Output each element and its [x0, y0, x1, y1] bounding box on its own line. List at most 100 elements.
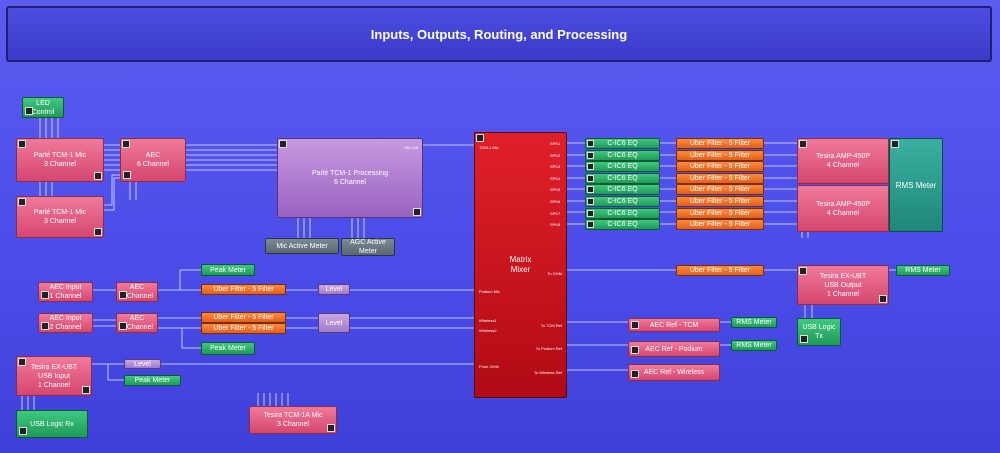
- level-3-block[interactable]: Level: [124, 359, 161, 369]
- uber-filter-row-7[interactable]: Uber Filter - 5 Filter: [676, 208, 764, 219]
- uber-filter-ghm-label: Uber Filter - 5 Filter: [689, 267, 751, 274]
- block-tag-icon: [119, 322, 127, 330]
- peak-meter-3-label: Peak Meter: [134, 377, 171, 384]
- uber-filter-2-block[interactable]: Uber Filter - 5 Filter: [201, 312, 286, 323]
- block-tag-icon: [587, 140, 594, 147]
- uber-filter-label: Uber Filter - 5 Filter: [689, 175, 751, 182]
- eq-label: C-IC6 EQ: [607, 198, 638, 205]
- led-control-block[interactable]: LED Control: [22, 97, 64, 118]
- aec-1ch-block[interactable]: AEC 1 Channel: [116, 282, 158, 302]
- block-tag-icon: [279, 140, 287, 148]
- eq-block-4[interactable]: C-IC6 EQ: [585, 173, 660, 184]
- mix-out-port-label: Mix Out: [404, 145, 418, 150]
- eq-label: C-IC6 EQ: [607, 163, 638, 170]
- tcm-mic-block-2[interactable]: Parlé TCM-1 Mic 3 Channel: [16, 196, 104, 238]
- peak-meter-2-label: Peak Meter: [210, 345, 246, 352]
- mic-active-meter-label: Mic Active Meter: [276, 242, 328, 250]
- tcm-processing-block[interactable]: Parlé TCM-1 Processing 6 Channel Mix Out: [277, 138, 423, 218]
- port-to-ghm: To GHM: [547, 271, 562, 276]
- usb-logic-tx-label: USB Logic Tx: [802, 324, 836, 340]
- uber-filter-row-6[interactable]: Uber Filter - 5 Filter: [676, 196, 764, 207]
- uber-filter-row-5[interactable]: Uber Filter - 5 Filter: [676, 184, 764, 195]
- block-tag-icon: [631, 321, 639, 329]
- block-tag-icon: [19, 427, 27, 435]
- aec-ref-wireless-label: AEC Ref - Wireless: [643, 369, 705, 376]
- mic-active-meter-block[interactable]: Mic Active Meter: [265, 238, 339, 254]
- aec-ref-tcm-block[interactable]: AEC Ref - TCM: [628, 318, 720, 332]
- usb-output-block[interactable]: Tesira EX-UBT USB Output 1 Channel: [797, 265, 889, 305]
- level-1-block[interactable]: Level: [318, 284, 350, 295]
- port-to-wireless-ref: To Wireless Ref: [533, 370, 562, 375]
- amp-label-1: Tesira AMP-450P 4 Channel: [815, 153, 871, 169]
- block-tag-icon: [18, 198, 26, 206]
- port-to-tcm-ref: To TCM Ref: [540, 323, 562, 328]
- aec-input-2-block[interactable]: AEC Input 2 Channel: [38, 313, 93, 333]
- rms-meter-ref1-block[interactable]: RMS Meter: [731, 317, 777, 328]
- eq-block-8[interactable]: C-IC6 EQ: [585, 219, 660, 230]
- agc-active-meter-block[interactable]: AGC Active Meter: [341, 238, 395, 256]
- uber-filter-1-block[interactable]: Uber Filter - 5 Filter: [201, 284, 286, 295]
- aec-6ch-label: AEC 6 Channel: [137, 152, 169, 168]
- eq-block-5[interactable]: C-IC6 EQ: [585, 184, 660, 195]
- uber-filter-1-label: Uber Filter - 5 Filter: [213, 286, 274, 293]
- aec-ref-podium-block[interactable]: AEC Ref - Podium: [628, 341, 720, 357]
- eq-block-6[interactable]: C-IC6 EQ: [585, 196, 660, 207]
- eq-label: C-IC6 EQ: [607, 186, 638, 193]
- uber-filter-row-4[interactable]: Uber Filter - 5 Filter: [676, 173, 764, 184]
- uber-filter-2-label: Uber Filter - 5 Filter: [213, 314, 274, 321]
- uber-filter-label: Uber Filter - 5 Filter: [689, 152, 751, 159]
- uber-filter-row-8[interactable]: Uber Filter - 5 Filter: [676, 219, 764, 230]
- block-tag-icon: [891, 140, 899, 148]
- uber-filter-label: Uber Filter - 5 Filter: [689, 221, 751, 228]
- agc-active-meter-label: AGC Active Meter: [350, 239, 386, 255]
- port-wireless1: Wireless1: [479, 318, 497, 323]
- aec-ref-tcm-label: AEC Ref - TCM: [649, 321, 699, 329]
- matrix-mixer-label: Matrix Mixer: [509, 255, 532, 274]
- block-tag-icon: [82, 386, 90, 394]
- aec-ref-wireless-block[interactable]: AEC Ref - Wireless: [628, 364, 720, 381]
- spk-port-label-6: SPK6: [550, 199, 561, 204]
- peak-meter-1-block[interactable]: Peak Meter: [201, 264, 255, 276]
- matrix-mixer-block[interactable]: Matrix Mixer TCM-1 Mix Podium Mic Wirele…: [474, 132, 567, 398]
- block-tag-icon: [413, 208, 421, 216]
- tcm-mic-block-1[interactable]: Parlé TCM-1 Mic 3 Channel: [16, 138, 104, 182]
- rms-meter-ref2-block[interactable]: RMS Meter: [731, 340, 777, 351]
- amp-label-2: Tesira AMP-450P 4 Channel: [815, 200, 871, 217]
- peak-meter-1-label: Peak Meter: [210, 266, 246, 274]
- usb-logic-rx-block[interactable]: USB Logic Rx: [16, 410, 88, 438]
- rms-meter-usb-block[interactable]: RMS Meter: [896, 265, 950, 276]
- amp-block-1[interactable]: Tesira AMP-450P 4 Channel: [797, 138, 889, 184]
- uber-filter-ghm-block[interactable]: Uber Filter - 5 Filter: [676, 265, 764, 276]
- aec-input-1-block[interactable]: AEC Input 1 Channel: [38, 282, 93, 302]
- eq-label: C-IC6 EQ: [607, 210, 638, 217]
- uber-filter-label: Uber Filter - 5 Filter: [689, 186, 751, 193]
- aec-2ch-block[interactable]: AEC 2 Channel: [116, 313, 158, 333]
- usb-logic-tx-block[interactable]: USB Logic Tx: [797, 318, 841, 346]
- spk-port-label-4: SPK4: [550, 176, 561, 181]
- block-tag-icon: [800, 335, 808, 343]
- block-tag-icon: [799, 140, 807, 148]
- rms-meter-main-label: RMS Meter: [895, 180, 937, 190]
- tcm1a-mic-block[interactable]: Tesira TCM-1A Mic 3 Channel: [249, 406, 337, 434]
- eq-block-7[interactable]: C-IC6 EQ: [585, 208, 660, 219]
- usb-input-label: Tesira EX-UBT USB Input 1 Channel: [30, 363, 78, 389]
- amp-block-2[interactable]: Tesira AMP-450P 4 Channel: [797, 185, 889, 232]
- level-2-block[interactable]: Level: [318, 313, 350, 333]
- tcm-processing-label: Parlé TCM-1 Processing 6 Channel: [311, 170, 389, 186]
- eq-block-1[interactable]: C-IC6 EQ: [585, 138, 660, 149]
- block-tag-icon: [119, 291, 127, 299]
- peak-meter-3-block[interactable]: Peak Meter: [124, 375, 181, 386]
- uber-filter-3-block[interactable]: Uber Filter - 5 Filter: [201, 323, 286, 334]
- uber-filter-row-2[interactable]: Uber Filter - 5 Filter: [676, 150, 764, 161]
- page-title: Inputs, Outputs, Routing, and Processing: [370, 26, 628, 42]
- port-to-podium-ref: To Podium Ref: [535, 346, 562, 351]
- eq-block-2[interactable]: C-IC6 EQ: [585, 150, 660, 161]
- aec-6ch-block[interactable]: AEC 6 Channel: [120, 138, 186, 182]
- rms-meter-main-block[interactable]: RMS Meter: [889, 138, 943, 232]
- uber-filter-row-1[interactable]: Uber Filter - 5 Filter: [676, 138, 764, 149]
- eq-block-3[interactable]: C-IC6 EQ: [585, 161, 660, 172]
- uber-filter-row-3[interactable]: Uber Filter - 5 Filter: [676, 161, 764, 172]
- usb-input-block[interactable]: Tesira EX-UBT USB Input 1 Channel: [16, 356, 92, 396]
- peak-meter-2-block[interactable]: Peak Meter: [201, 342, 255, 355]
